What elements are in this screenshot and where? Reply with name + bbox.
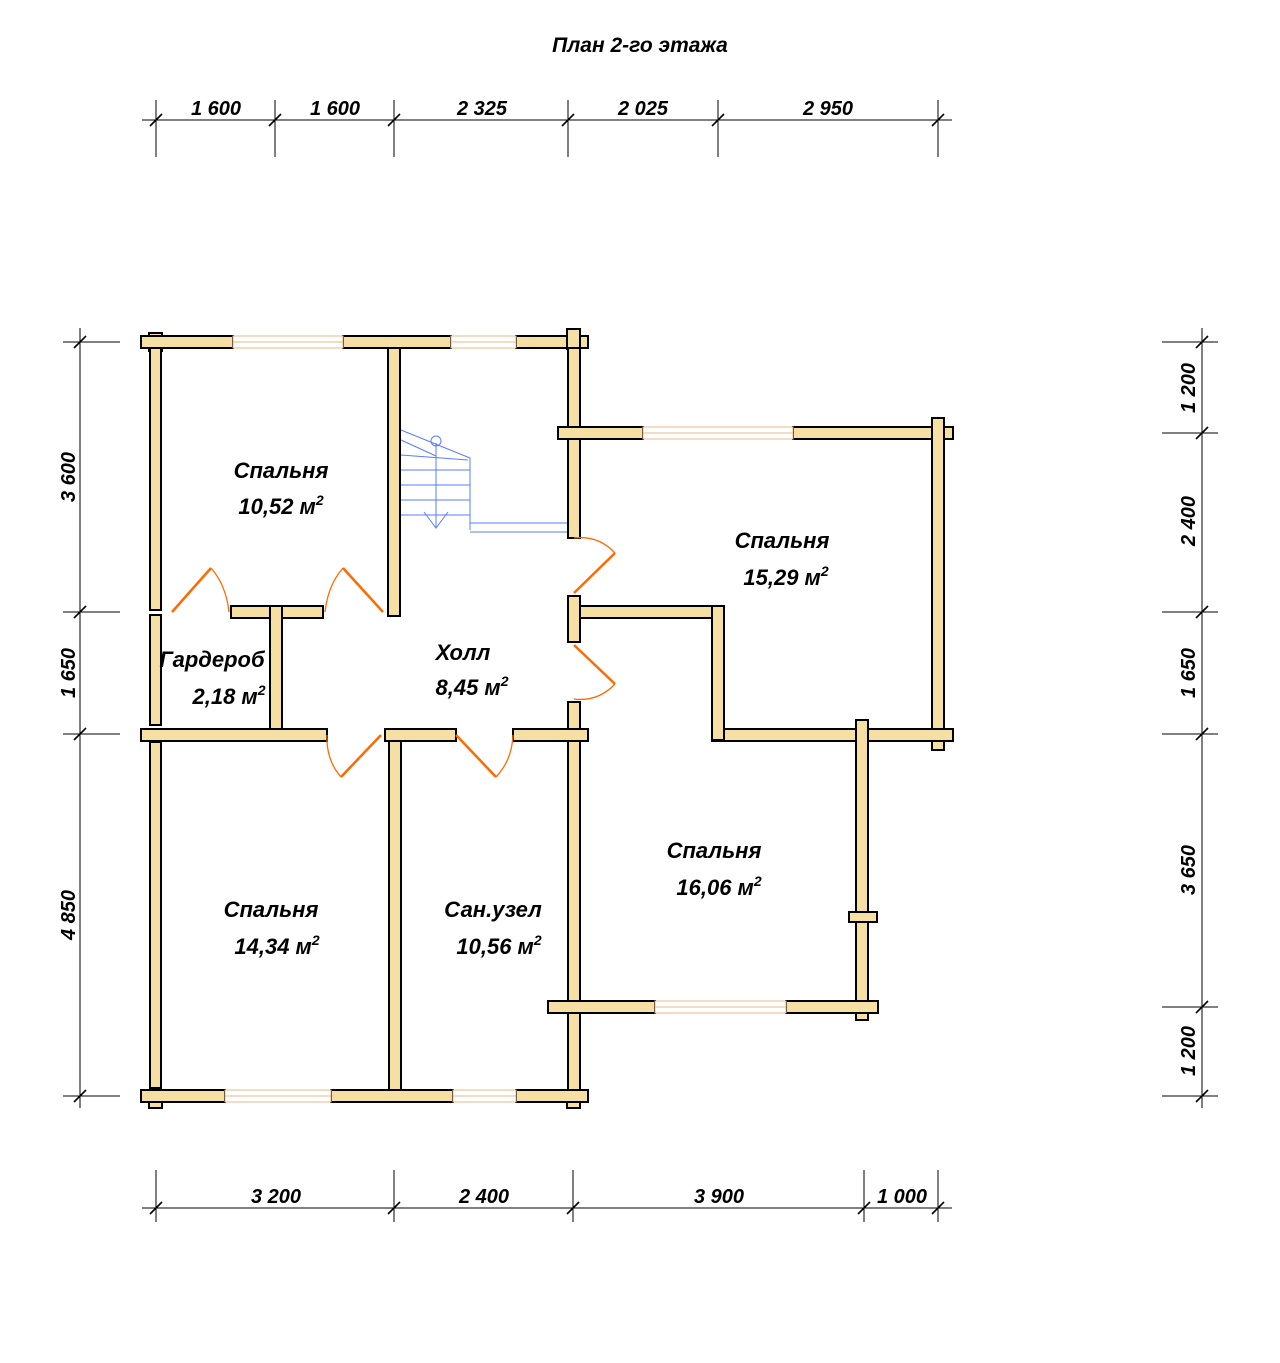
- wall: [149, 347, 162, 611]
- dim-bottom-4: 1 000: [877, 1186, 927, 1208]
- dim-bottom-3: 3 900: [694, 1186, 744, 1208]
- dim-top-1: 1 600: [191, 98, 241, 120]
- dim-right-2: 2 400: [1178, 496, 1200, 547]
- wall: [567, 701, 581, 1103]
- room-area: 14,34 м2: [234, 932, 319, 959]
- plan-title: План 2-го этажа: [552, 34, 728, 57]
- wall: [149, 614, 162, 726]
- wall: [579, 605, 723, 619]
- wall: [387, 347, 401, 617]
- dim-bottom-1: 3 200: [251, 1186, 301, 1208]
- room-name: Спальня: [234, 458, 329, 483]
- dim-left-1: 3 600: [58, 452, 80, 502]
- wall: [848, 911, 878, 923]
- wall: [566, 328, 581, 350]
- wall: [512, 728, 589, 742]
- dim-right-3: 1 650: [1178, 648, 1200, 698]
- doors: [171, 536, 616, 778]
- dim-top-3: 2 325: [456, 98, 508, 120]
- wall: [515, 1089, 589, 1103]
- dimension-right: 1 200 2 400 1 650 3 650 1 200: [1162, 328, 1218, 1108]
- room-name: Холл: [434, 640, 491, 665]
- room-name: Гардероб: [159, 647, 266, 672]
- staircase: [400, 429, 568, 533]
- room-name: Спальня: [735, 528, 830, 553]
- wall: [388, 740, 402, 1092]
- room-name: Спальня: [224, 897, 319, 922]
- dim-top-4: 2 025: [617, 98, 669, 120]
- wall: [149, 741, 162, 1089]
- dimension-top: 1 600 1 600 2 325 2 025 2 950: [142, 98, 952, 157]
- wall: [342, 335, 452, 349]
- wall: [384, 728, 457, 742]
- dim-right-5: 1 200: [1178, 1026, 1200, 1076]
- dim-left-3: 4 850: [58, 890, 80, 941]
- room-area: 10,52 м2: [238, 492, 323, 519]
- wall: [547, 1000, 656, 1014]
- dim-right-4: 3 650: [1178, 845, 1200, 895]
- wall: [567, 595, 581, 643]
- dim-bottom-2: 2 400: [458, 1186, 509, 1208]
- wall: [711, 728, 954, 742]
- room-area: 10,56 м2: [456, 932, 541, 959]
- wall: [567, 347, 581, 539]
- windows: [224, 335, 794, 1103]
- dim-left-2: 1 650: [58, 648, 80, 698]
- room-name: Сан.узел: [444, 897, 542, 922]
- room-name: Спальня: [667, 838, 762, 863]
- dim-top-2: 1 600: [310, 98, 360, 120]
- dimension-left: 3 600 1 650 4 850: [58, 328, 120, 1108]
- wall: [269, 605, 283, 735]
- dim-top-5: 2 950: [802, 98, 853, 120]
- wall: [140, 728, 328, 742]
- wall: [931, 417, 945, 751]
- dim-right-1: 1 200: [1178, 363, 1200, 413]
- wall: [330, 1089, 454, 1103]
- wall: [140, 335, 234, 349]
- walls: [140, 328, 954, 1109]
- wall: [785, 1000, 879, 1014]
- room-labels: Спальня 10,52 м2 Спальня 15,29 м2 Холл 8…: [159, 458, 829, 959]
- room-area: 2,18 м2: [191, 682, 265, 709]
- wall: [792, 426, 954, 440]
- wall: [711, 605, 725, 741]
- room-area: 16,06 м2: [676, 873, 761, 900]
- room-area: 8,45 м2: [435, 673, 508, 700]
- room-area: 15,29 м2: [743, 563, 828, 590]
- dimension-bottom: 3 200 2 400 3 900 1 000: [142, 1170, 952, 1222]
- wall: [557, 426, 644, 440]
- wall: [140, 1089, 226, 1103]
- wall: [855, 719, 869, 1021]
